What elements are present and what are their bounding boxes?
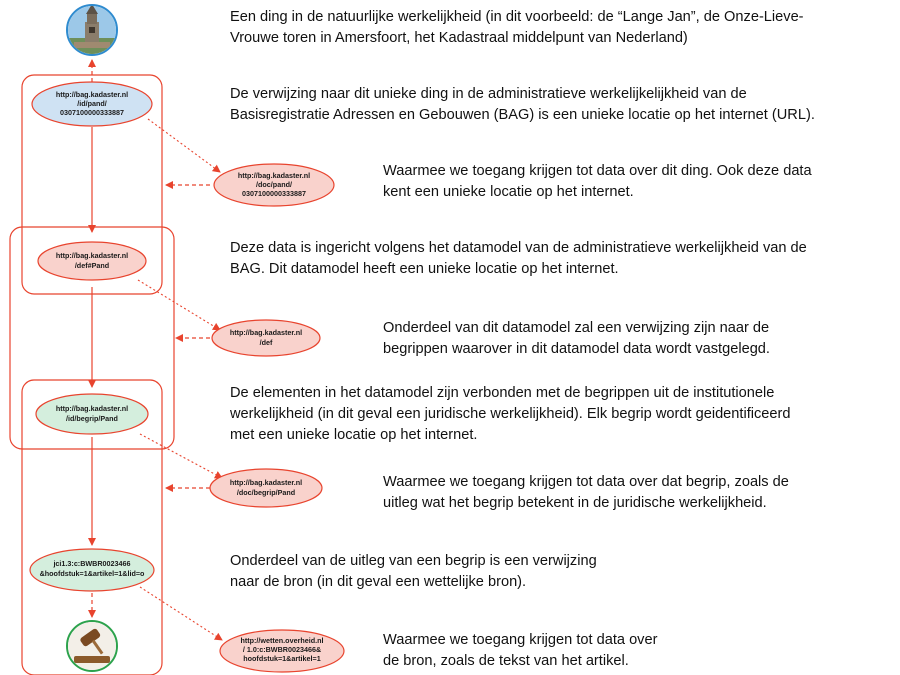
uri-line: /doc/begrip/Pand [237, 488, 295, 497]
uri-line: 0307100000333887 [60, 108, 124, 117]
description-begrip-data: Waarmee we toegang krijgen tot data over… [383, 472, 789, 514]
uri-line: jci1.3:c:BWBR0023466 [52, 559, 130, 568]
description-datamodel: Deze data is ingericht volgens het datam… [230, 238, 807, 280]
svg-text:http://bag.kadaster.nl/def#Pan: http://bag.kadaster.nl/def#Pand [56, 251, 128, 270]
uri-node-def[interactable]: http://bag.kadaster.nl/def [211, 319, 321, 357]
description-line: met een unieke locatie op het internet. [230, 427, 478, 443]
description-natural-thing: Een ding in de natuurlijke werkelijkheid… [230, 7, 804, 49]
description-source-reference: Onderdeel van de uitleg van een begrip i… [230, 551, 597, 593]
svg-text:http://bag.kadaster.nl/id/pand: http://bag.kadaster.nl/id/pand/030710000… [56, 90, 128, 117]
dotted-id-to-doc [147, 118, 221, 173]
uri-line: http://bag.kadaster.nl [230, 328, 302, 337]
gavel-icon [66, 620, 118, 672]
uri-line: http://bag.kadaster.nl [56, 251, 128, 260]
description-line: kent een unieke locatie op het internet. [383, 184, 634, 200]
description-line: De verwijzing naar dit unieke ding in de… [230, 86, 747, 102]
uri-node-id-pand[interactable]: http://bag.kadaster.nl/id/pand/030710000… [31, 81, 153, 127]
church-tower-icon [66, 4, 118, 56]
uri-node-jci[interactable]: jci1.3:c:BWBR0023466&hoofdstuk=1&artikel… [29, 548, 155, 592]
uri-line: / 1.0:c:BWBR0023466& [243, 645, 321, 654]
uri-line: &hoofdstuk=1&artikel=1&lid=o [40, 569, 145, 578]
description-line: Deze data is ingericht volgens het datam… [230, 240, 807, 256]
uri-node-doc-pand[interactable]: http://bag.kadaster.nl/doc/pand/03071000… [213, 163, 335, 207]
uri-line: /doc/pand/ [256, 180, 292, 189]
description-line: de bron, zoals de tekst van het artikel. [383, 653, 629, 669]
description-institutional: De elementen in het datamodel zijn verbo… [230, 383, 791, 446]
description-datamodel-part: Onderdeel van dit datamodel zal een verw… [383, 318, 770, 360]
uri-line: http://wetten.overheid.nl [240, 636, 323, 645]
description-line: werkelijkheid (in dit geval een juridisc… [230, 406, 791, 422]
description-line: Vrouwe toren in Amersfoort, het Kadastra… [230, 30, 688, 46]
uri-node-def-pand[interactable]: http://bag.kadaster.nl/def#Pand [37, 241, 147, 281]
uri-node-doc-begrip-pand[interactable]: http://bag.kadaster.nl/doc/begrip/Pand [209, 468, 323, 508]
description-line: De elementen in het datamodel zijn verbo… [230, 385, 775, 401]
svg-text:http://wetten.overheid.nl/ 1.0: http://wetten.overheid.nl/ 1.0:c:BWBR002… [240, 636, 323, 663]
description-line: Onderdeel van de uitleg van een begrip i… [230, 553, 597, 569]
svg-text:http://bag.kadaster.nl/doc/pan: http://bag.kadaster.nl/doc/pand/03071000… [238, 171, 310, 198]
description-line: Basisregistratie Adressen en Gebouwen (B… [230, 107, 815, 123]
svg-text:jci1.3:c:BWBR0023466&hoofdstuk: jci1.3:c:BWBR0023466&hoofdstuk=1&artikel… [40, 559, 145, 578]
uri-line: /id/pand/ [77, 99, 107, 108]
uri-line: http://bag.kadaster.nl [56, 90, 128, 99]
description-line: BAG. Dit datamodel heeft een unieke loca… [230, 261, 619, 277]
dotted-begrip-to-docbegrip [139, 433, 223, 479]
uri-line: 0307100000333887 [242, 189, 306, 198]
uri-line: hoofdstuk=1&artikel=1 [243, 654, 321, 663]
description-line: Waarmee we toegang krijgen tot data over [383, 632, 658, 648]
svg-text:http://bag.kadaster.nl/doc/beg: http://bag.kadaster.nl/doc/begrip/Pand [230, 478, 302, 497]
dotted-defpand-to-def [137, 279, 221, 331]
dotted-jci-to-wetten [139, 586, 223, 641]
description-line: Onderdeel van dit datamodel zal een verw… [383, 320, 770, 336]
uri-line: http://bag.kadaster.nl [56, 404, 128, 413]
description-line: uitleg wat het begrip betekent in de jur… [383, 495, 767, 511]
description-line: Waarmee we toegang krijgen tot data over… [383, 163, 812, 179]
svg-text:http://bag.kadaster.nl/def: http://bag.kadaster.nl/def [230, 328, 302, 347]
description-line: naar de bron (in dit geval een wettelijk… [230, 574, 527, 590]
uri-node-id-begrip-pand[interactable]: http://bag.kadaster.nl/id/begrip/Pand [35, 393, 149, 435]
description-source-data: Waarmee we toegang krijgen tot data over… [383, 630, 657, 672]
description-data-access: Waarmee we toegang krijgen tot data over… [383, 161, 812, 203]
description-line: Een ding in de natuurlijke werkelijkheid… [230, 9, 804, 25]
uri-line: http://bag.kadaster.nl [230, 478, 302, 487]
description-line: begrippen waarover in dit datamodel data… [383, 341, 770, 357]
uri-line: /def [260, 338, 273, 347]
uri-line: http://bag.kadaster.nl [238, 171, 310, 180]
description-bag-reference: De verwijzing naar dit unieke ding in de… [230, 84, 815, 126]
uri-line: /id/begrip/Pand [66, 414, 118, 423]
description-line: Waarmee we toegang krijgen tot data over… [383, 474, 789, 490]
uri-line: /def#Pand [75, 261, 109, 270]
uri-node-wetten[interactable]: http://wetten.overheid.nl/ 1.0:c:BWBR002… [219, 629, 345, 673]
svg-text:http://bag.kadaster.nl/id/begr: http://bag.kadaster.nl/id/begrip/Pand [56, 404, 128, 423]
